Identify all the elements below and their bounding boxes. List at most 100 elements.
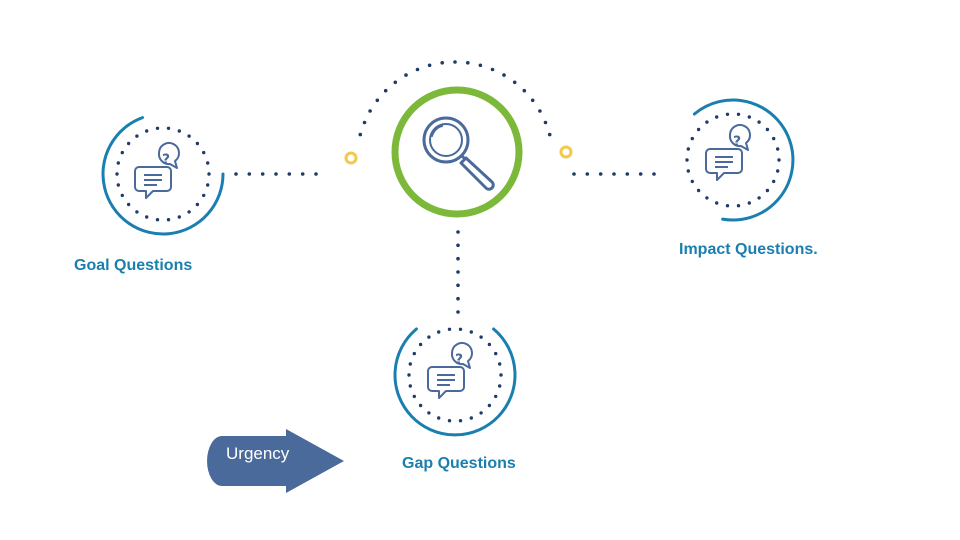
dot (437, 416, 441, 420)
dot (206, 161, 210, 165)
question-chat-icon (705, 124, 751, 181)
dot (145, 215, 149, 219)
dot (427, 335, 431, 339)
dot (522, 88, 527, 93)
dot (547, 132, 552, 137)
dot (314, 172, 318, 176)
dot (469, 330, 473, 334)
dot (494, 351, 498, 356)
impact-ring (692, 98, 795, 222)
dot (427, 63, 432, 68)
dot (427, 411, 431, 415)
dot (585, 172, 590, 176)
dot (479, 335, 483, 339)
question-chat-icon (427, 342, 473, 399)
urgency-label: Urgency (226, 444, 290, 463)
dot (502, 73, 506, 77)
dot (408, 362, 412, 366)
dot (494, 394, 498, 399)
dot (456, 310, 460, 314)
dot (155, 218, 160, 222)
dot (747, 201, 751, 205)
dot (453, 60, 457, 64)
gap-ring (393, 327, 517, 437)
impact-questions-label: Impact Questions. (679, 241, 818, 258)
dot (543, 120, 548, 125)
dot (116, 183, 121, 187)
connector-down (456, 230, 460, 314)
dot (458, 327, 463, 331)
dot (195, 141, 200, 146)
goal-dotted-ring (115, 126, 211, 222)
dot (736, 112, 741, 117)
goal-node (101, 116, 225, 236)
dot (499, 373, 503, 377)
dot (456, 230, 460, 234)
dot (765, 127, 770, 132)
dot (487, 403, 492, 408)
dot (725, 204, 730, 208)
dot (234, 172, 238, 176)
dot (447, 419, 452, 423)
dot (166, 218, 171, 222)
dot (126, 202, 131, 207)
dot (404, 73, 408, 77)
dot (690, 179, 694, 184)
dot (260, 172, 265, 176)
dot (358, 132, 363, 137)
dot (777, 158, 781, 162)
dot (440, 61, 445, 65)
dot (747, 115, 751, 119)
dot (177, 215, 181, 219)
dot (412, 351, 416, 356)
impact-node (685, 98, 795, 222)
dot (375, 98, 380, 103)
dot (166, 126, 171, 130)
goal-ring (101, 116, 225, 236)
dot (177, 129, 181, 133)
dot (696, 127, 701, 132)
dot (598, 172, 603, 176)
dot (456, 243, 460, 248)
dot (572, 172, 576, 176)
dot (135, 210, 139, 214)
dot (145, 129, 149, 133)
dot (690, 136, 694, 141)
dot (736, 204, 741, 208)
question-chat-icon (134, 142, 180, 199)
dot (772, 136, 776, 141)
yellow-accent-dot-right (559, 145, 573, 159)
connector-left (234, 172, 318, 176)
dot (247, 172, 252, 176)
dot (202, 150, 206, 155)
dot (686, 169, 690, 173)
dot (368, 109, 372, 113)
dot (776, 169, 780, 173)
dot (206, 183, 210, 187)
dot (393, 80, 398, 85)
dot (418, 403, 423, 408)
dot (776, 147, 780, 151)
dot (155, 126, 160, 130)
dot (408, 384, 412, 388)
dot (115, 172, 119, 176)
dot (456, 256, 460, 261)
dot (120, 150, 125, 155)
dot (715, 201, 719, 205)
dot (757, 120, 761, 124)
dot (530, 98, 535, 103)
goal-questions-label: Goal Questions (74, 257, 193, 274)
yellow-accent-dot-left (344, 151, 358, 165)
dot (487, 342, 492, 347)
dot (478, 63, 483, 68)
connector-right (572, 172, 656, 176)
dot (469, 416, 473, 420)
dot (490, 67, 495, 72)
urgency-arrow (207, 429, 344, 493)
dot (696, 188, 701, 193)
dot (418, 342, 423, 347)
dot (287, 172, 292, 176)
dot (120, 193, 125, 198)
dot (466, 61, 470, 65)
